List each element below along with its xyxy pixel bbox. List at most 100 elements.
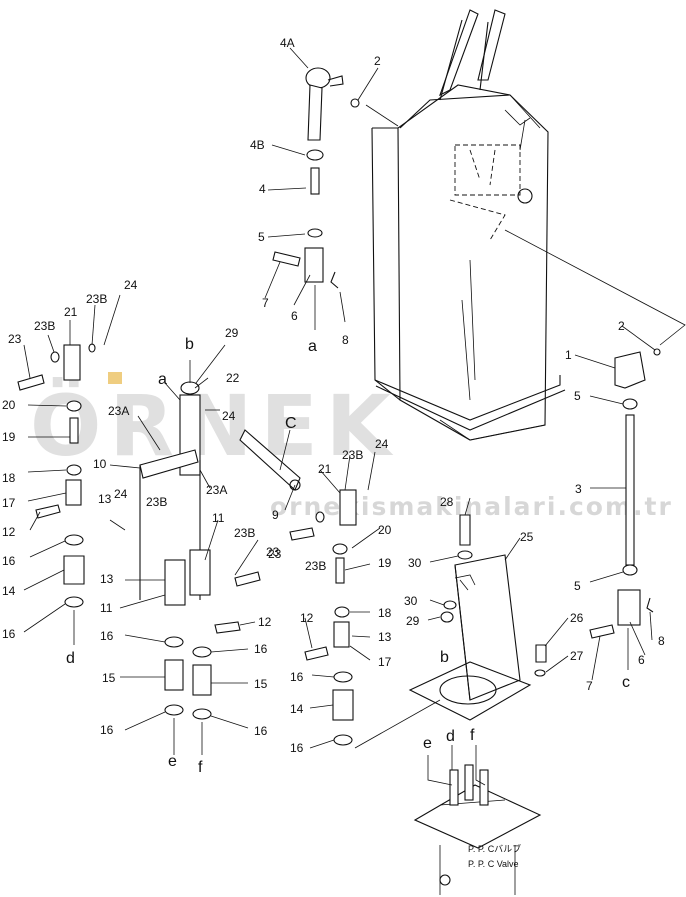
part-label-16e: 16 [100, 723, 114, 737]
nut-5 [307, 228, 323, 238]
part-label-23b: 23 [266, 545, 280, 559]
part-label-30a: 30 [408, 556, 422, 570]
washer-16 [164, 636, 184, 648]
washer-23B [88, 343, 96, 353]
part-label-12b: 12 [258, 615, 272, 629]
clevis-6 [617, 589, 641, 626]
leader [354, 699, 441, 749]
nut-29 [440, 611, 454, 623]
part-label-c1: C [285, 415, 297, 432]
valve-label-en: P. P. C Valve [468, 859, 519, 869]
part-label-6a: 6 [291, 309, 298, 323]
rod-3 [625, 414, 635, 566]
part-label-11b: 11 [100, 601, 113, 615]
part-label-23Be: 23B [342, 448, 363, 462]
part-label-a2: a [158, 371, 167, 388]
part-label-23Ba: 23B [34, 319, 55, 333]
spring-15 [164, 659, 184, 691]
part-label-12c: 12 [300, 611, 314, 625]
part-label-29b: 29 [406, 614, 420, 628]
part-label-17a: 17 [2, 496, 16, 510]
washer-2 [653, 348, 661, 356]
part-label-19a: 19 [2, 430, 16, 444]
washer-16 [333, 671, 353, 683]
pin-23 [289, 527, 315, 541]
part-label-14a: 14 [2, 584, 16, 598]
bolt-26 [535, 644, 547, 663]
part-label-5a: 5 [258, 230, 265, 244]
part-label-23Bc: 23B [146, 495, 167, 509]
part-label-22: 22 [226, 371, 240, 385]
nut-20 [332, 543, 348, 555]
washer-16 [64, 596, 84, 608]
part-label-16f: 16 [254, 724, 268, 738]
link-10 [139, 449, 199, 479]
part-label-25: 25 [520, 530, 534, 544]
link-9-hole [289, 479, 301, 491]
part-label-10: 10 [93, 457, 107, 471]
lever-housing [371, 9, 566, 441]
part-label-13c: 13 [378, 630, 392, 644]
pin-12 [304, 646, 329, 661]
part-label-15b: 15 [254, 677, 268, 691]
part-label-8a: 8 [342, 333, 349, 347]
elbow-1 [614, 351, 646, 389]
part-label-8b: 8 [658, 634, 665, 648]
watermark-url: ornekismakinalari.com.tr [270, 492, 673, 521]
ball-joint-4A [305, 67, 344, 141]
part-label-23Ab: 23A [206, 483, 227, 497]
part-label-d1: d [66, 650, 75, 667]
bracket-25 [408, 554, 532, 721]
part-label-24a: 24 [124, 278, 138, 292]
part-label-23Bd: 23B [234, 526, 255, 540]
part-label-20a: 20 [2, 398, 16, 412]
ppc-valve [413, 764, 542, 895]
nut-20 [66, 400, 82, 412]
part-label-5b: 5 [574, 389, 581, 403]
washer-16 [192, 708, 212, 720]
part-label-20b: 20 [378, 523, 392, 537]
part-label-16d: 16 [254, 642, 268, 656]
washer-16 [192, 646, 212, 658]
washer-23B [315, 511, 325, 523]
leader [365, 104, 399, 127]
part-label-17b: 17 [378, 655, 392, 669]
part-label-2a: 2 [374, 54, 381, 68]
part-label-23Aa: 23A [108, 404, 129, 418]
part-label-29a: 29 [225, 326, 239, 340]
part-label-19b: 19 [378, 556, 392, 570]
part-label-13a: 13 [98, 492, 112, 506]
part-label-24b: 24 [222, 409, 236, 423]
pin-23 [234, 571, 261, 587]
rod-19 [335, 557, 345, 584]
part-label-d2: d [446, 728, 455, 745]
part-label-3: 3 [575, 482, 582, 496]
part-label-5c: 5 [574, 579, 581, 593]
valve-label-jp: P. P. Cバルブ [468, 843, 521, 854]
cotter-pin-8 [646, 597, 654, 613]
clevis-17 [333, 621, 350, 648]
nut-5 [622, 398, 638, 410]
part-label-f1: f [198, 759, 203, 776]
part-label-4: 4 [259, 182, 266, 196]
washer-2 [350, 98, 360, 108]
watermark-accent [108, 372, 122, 384]
part-label-7a: 7 [262, 296, 269, 310]
part-label-7b: 7 [586, 679, 593, 693]
pin-7 [589, 624, 615, 639]
part-label-4B: 4B [250, 138, 265, 152]
part-label-16h: 16 [290, 741, 304, 755]
clevis-11 [189, 549, 211, 596]
part-label-6b: 6 [638, 653, 645, 667]
spring-14 [332, 689, 354, 721]
part-label-16a: 16 [2, 554, 16, 568]
part-label-28: 28 [440, 495, 454, 509]
part-label-23Bf: 23B [305, 559, 326, 573]
part-label-12a: 12 [2, 525, 16, 539]
part-label-14b: 14 [290, 702, 304, 716]
nut-18 [66, 464, 82, 476]
part-label-9: 9 [272, 508, 279, 522]
cotter-pin-8 [330, 271, 339, 289]
